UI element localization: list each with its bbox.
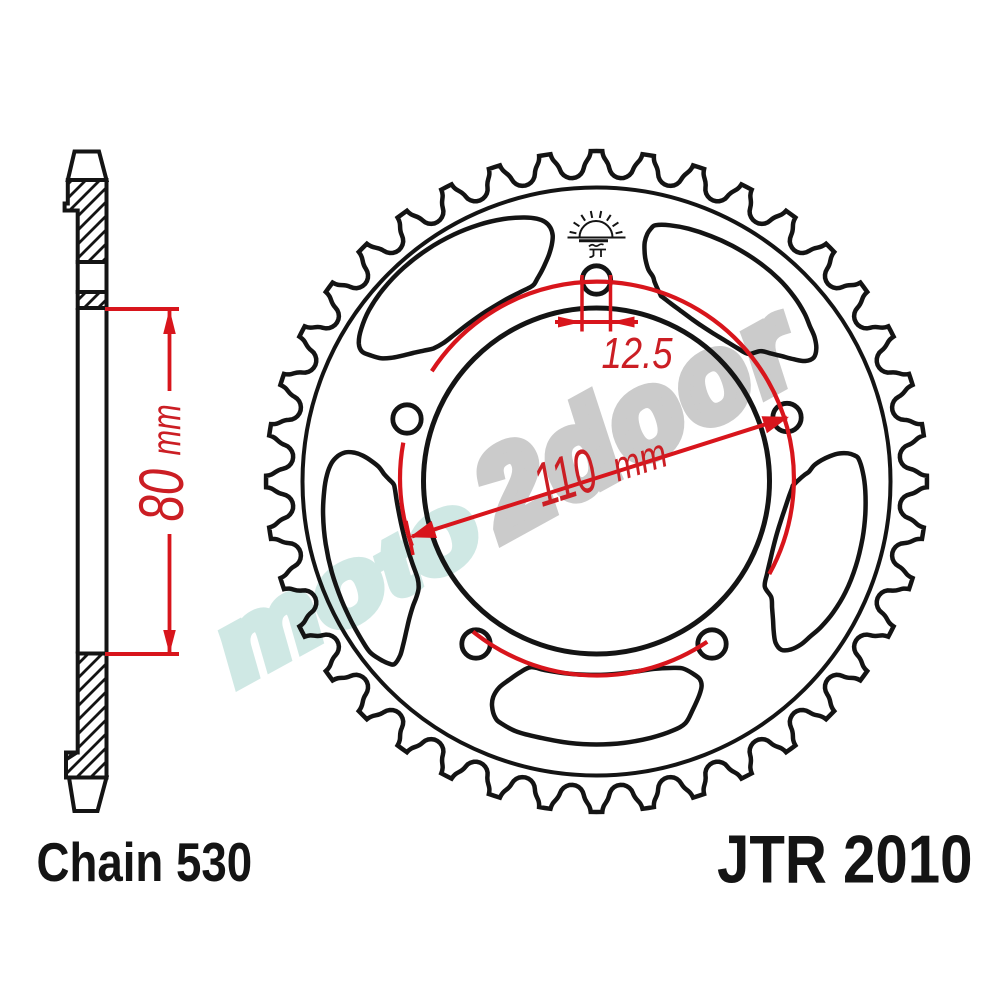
svg-text:12.5: 12.5 bbox=[602, 328, 674, 378]
svg-text:80: 80 bbox=[126, 469, 196, 522]
svg-text:Chain 530: Chain 530 bbox=[37, 831, 253, 893]
svg-text:moto: moto bbox=[195, 469, 500, 704]
svg-text:mm: mm bbox=[143, 404, 189, 455]
svg-text:JTR 2010: JTR 2010 bbox=[717, 823, 972, 898]
